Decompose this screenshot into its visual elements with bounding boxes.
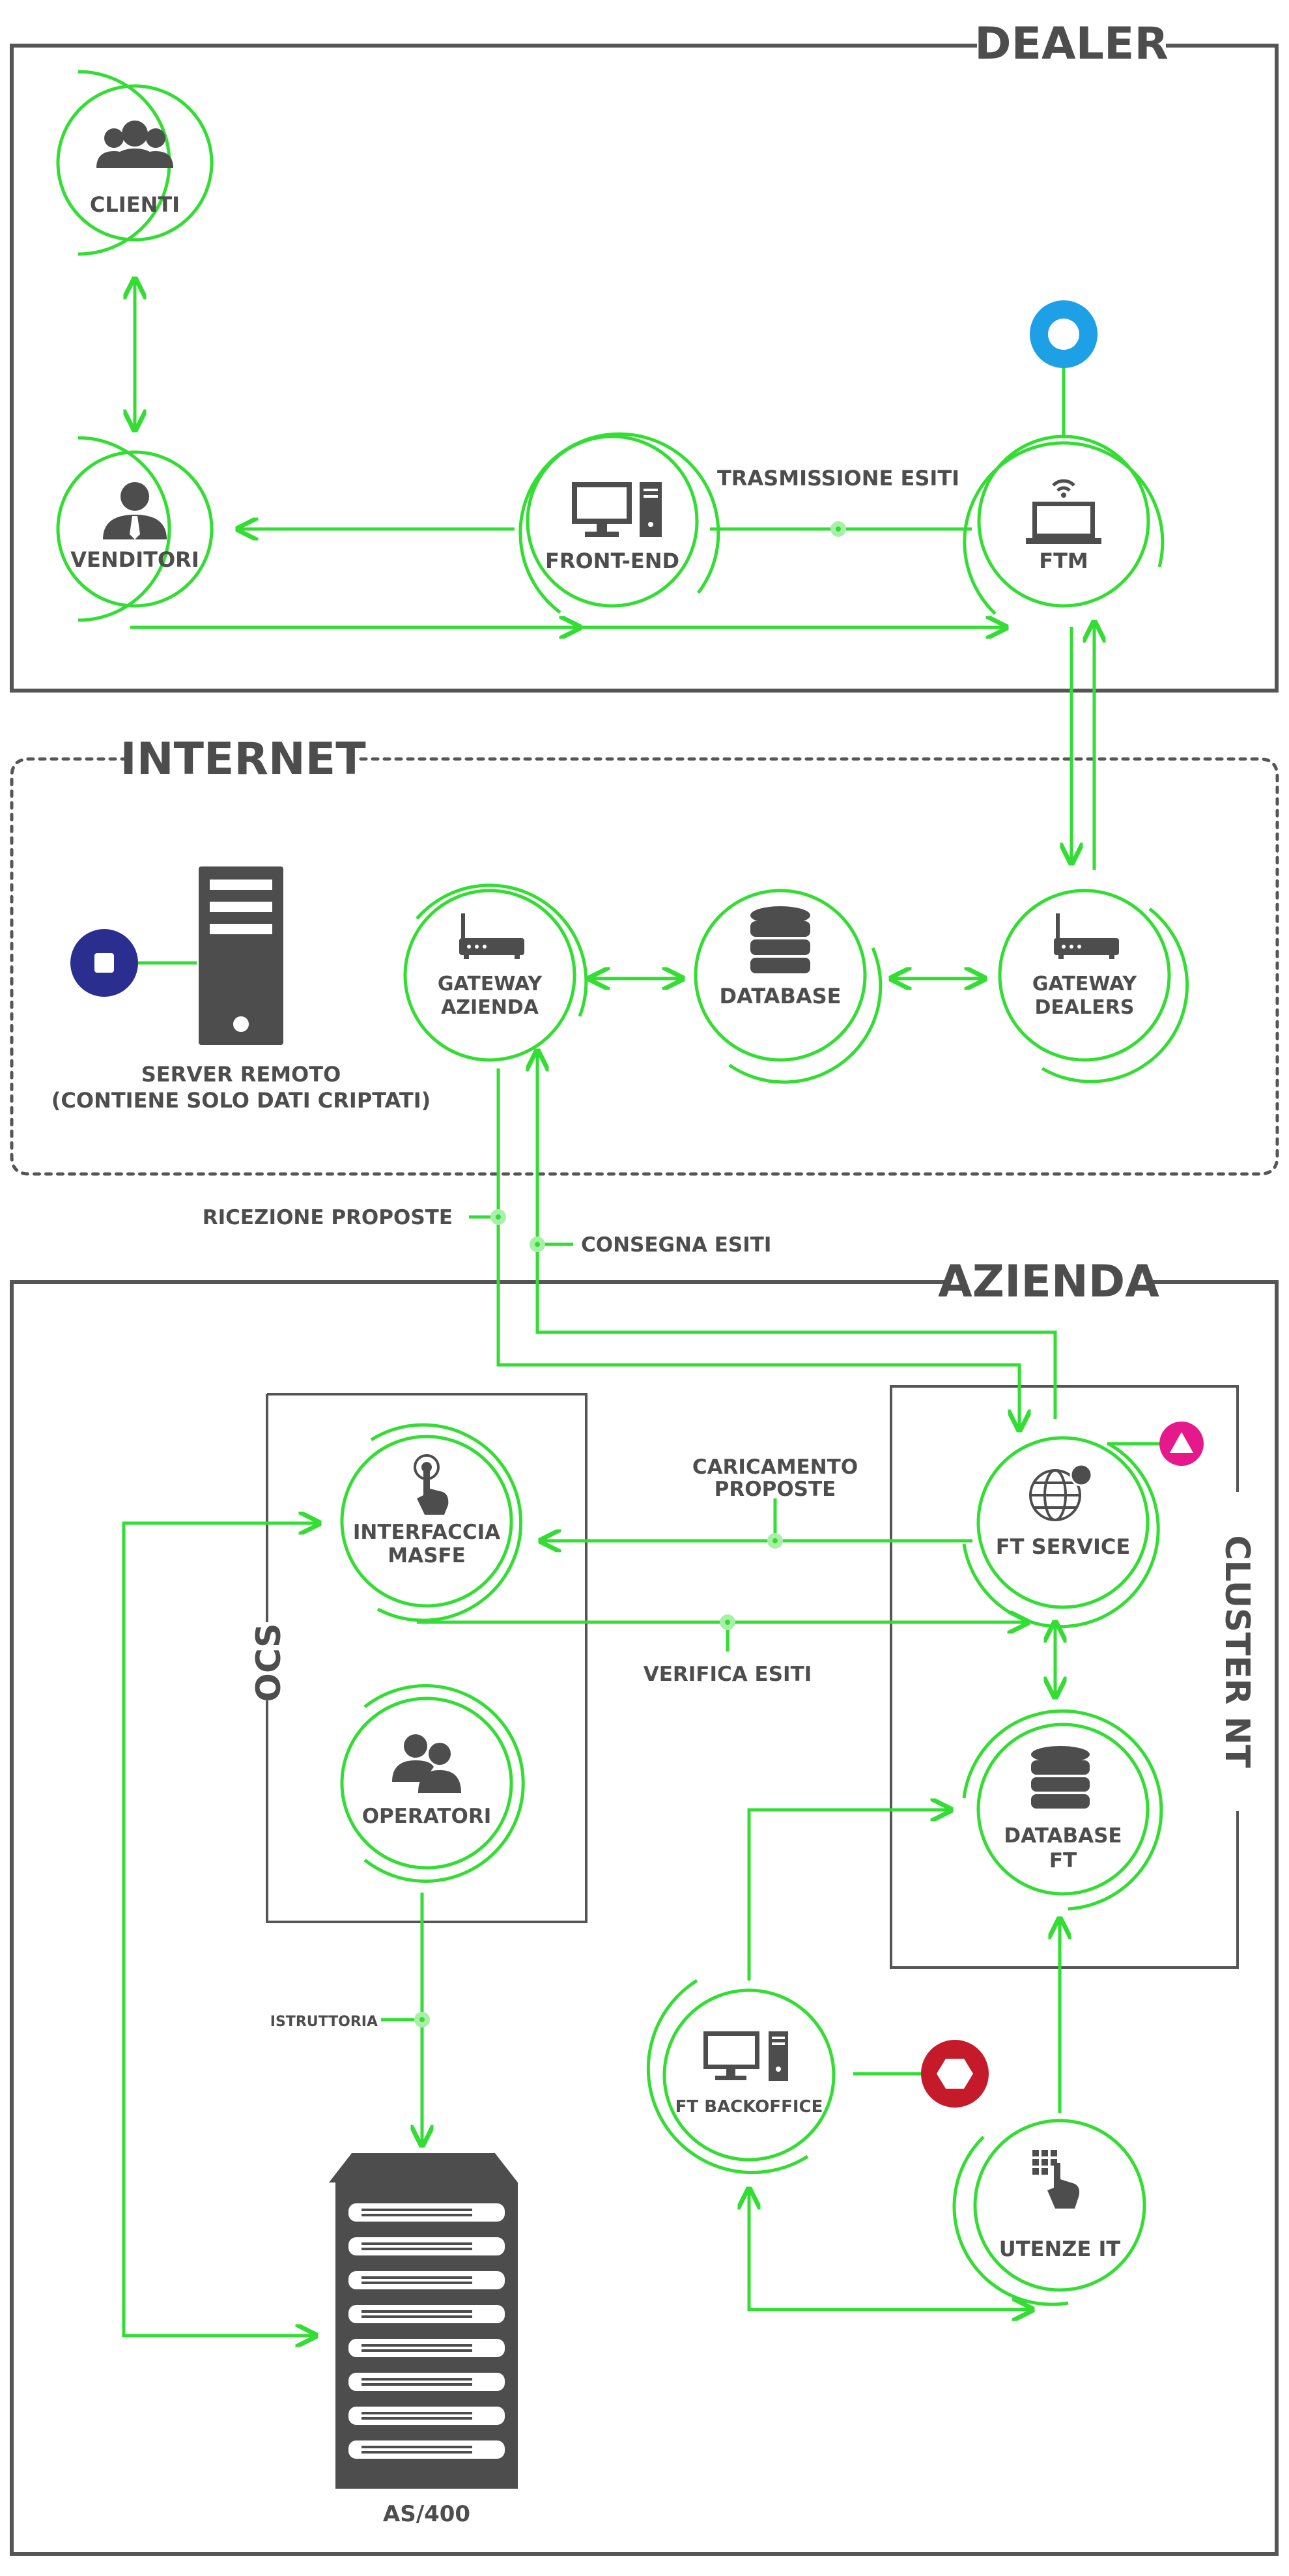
clienti-label: CLIENTI <box>90 192 180 217</box>
internet-frame: INTERNET <box>10 734 1279 1176</box>
verifica-dot <box>720 1614 735 1630</box>
node-gateway-azienda: GATEWAY AZIENDA <box>403 883 588 1062</box>
node-ft-service: FT SERVICE <box>962 1436 1160 1629</box>
touch-hand-icon <box>414 1454 449 1515</box>
caricamento-label-1: CARICAMENTO <box>692 1455 858 1479</box>
node-front-end: FRONT-END <box>518 432 720 614</box>
node-interfaccia-masfe: INTERFACCIA MASFE <box>340 1423 523 1622</box>
node-ft-backoffice: FT BACKOFFICE <box>647 1979 836 2174</box>
node-operatori: OPERATORI <box>340 1684 525 1883</box>
istruttoria-dot <box>414 2012 430 2027</box>
cluster-nt-label: CLUSTER NT <box>1217 1535 1256 1768</box>
businessman-icon <box>103 482 167 539</box>
backoffice-computer-icon <box>703 2031 788 2081</box>
consegna-esiti-label: CONSEGNA ESITI <box>581 1233 771 1257</box>
node-ftm: FTM <box>963 435 1165 615</box>
backoffice-databaseft-arrow <box>747 1810 951 1981</box>
ricezione-proposte-label: RICEZIONE PROPOSTE <box>203 1206 453 1229</box>
database-ft-icon <box>1031 1746 1090 1809</box>
verifica-esiti-label: VERIFICA ESITI <box>644 1663 812 1686</box>
node-as400: AS/400 <box>329 2153 518 2527</box>
consegna-dot <box>530 1237 545 1252</box>
dealer-frame: DEALER <box>10 18 1279 693</box>
node-gateway-dealers: GATEWAY DEALERS <box>998 889 1189 1083</box>
cluster-nt-frame: CLUSTER NT <box>890 1385 1256 1969</box>
backoffice-utenze-arrow <box>749 2189 1032 2310</box>
globe-icon <box>1029 1463 1093 1521</box>
node-clienti: CLIENTI <box>56 70 214 256</box>
interfaccia-label-1: INTERFACCIA <box>353 1521 500 1544</box>
internet-title: INTERNET <box>120 734 366 785</box>
node-server-remoto: SERVER REMOTO (CONTIENE SOLO DATI CRIPTA… <box>51 866 431 1113</box>
operatori-label: OPERATORI <box>362 1805 492 1828</box>
hexagon-marker-icon <box>921 2040 989 2108</box>
node-database-ft: DATABASE FT <box>962 1709 1163 1911</box>
server-remoto-label-2: (CONTIENE SOLO DATI CRIPTATI) <box>51 1088 431 1113</box>
gateway-dealers-label-1: GATEWAY <box>1032 973 1138 995</box>
flow-dots <box>414 521 846 2027</box>
ocs-label: OCS <box>249 1624 289 1702</box>
venditori-label: VENDITORI <box>70 547 199 572</box>
azienda-title: AZIENDA <box>938 1256 1159 1308</box>
database-ft-label-1: DATABASE <box>1004 1824 1122 1848</box>
node-venditori: VENDITORI <box>56 436 214 622</box>
gateway-azienda-label-1: GATEWAY <box>438 973 543 995</box>
azienda-frame: AZIENDA <box>10 1256 1279 2556</box>
node-database: DATABASE <box>694 889 883 1084</box>
router-icon <box>459 913 524 959</box>
database-label: DATABASE <box>719 984 841 1009</box>
as400-rack-icon <box>329 2153 518 2489</box>
users-icon <box>96 121 173 168</box>
operators-icon <box>392 1734 461 1793</box>
consegna-esiti-line <box>537 1051 1057 1419</box>
laptop-wifi-icon <box>1026 479 1101 544</box>
router-icon-dealers <box>1054 913 1119 959</box>
interfaccia-label-2: MASFE <box>388 1544 466 1567</box>
node-utenze-it: UTENZE IT <box>952 2119 1146 2306</box>
desktop-computer-icon <box>572 482 662 537</box>
istruttoria-label: ISTRUTTORIA <box>270 2014 378 2030</box>
database-icon <box>750 906 810 973</box>
caricamento-label-2: PROPOSTE <box>715 1478 836 1501</box>
trasmissione-esiti-label: TRASMISSIONE ESITI <box>717 466 959 491</box>
ft-service-label: FT SERVICE <box>996 1534 1130 1559</box>
triangle-marker-icon <box>1159 1422 1204 1466</box>
keypad-hand-icon <box>1032 2150 1080 2209</box>
caricamento-dot <box>767 1533 783 1549</box>
square-marker-icon <box>70 929 138 997</box>
trasmissione-dot <box>830 521 846 537</box>
as400-label: AS/400 <box>383 2501 470 2527</box>
ocs-frame: OCS <box>249 1393 588 1923</box>
front-end-label: FRONT-END <box>545 549 679 573</box>
dealer-title: DEALER <box>974 18 1169 70</box>
gateway-dealers-label-2: DEALERS <box>1035 996 1135 1019</box>
database-ft-label-2: FT <box>1049 1849 1077 1872</box>
ricezione-dot <box>490 1209 506 1225</box>
server-tower-icon <box>199 866 283 1045</box>
ft-backoffice-label: FT BACKOFFICE <box>675 2097 823 2117</box>
ftm-label: FTM <box>1039 549 1088 573</box>
circle-marker-icon <box>1030 300 1098 368</box>
gateway-azienda-label-2: AZIENDA <box>441 996 539 1019</box>
as400-interfaccia-arrow <box>122 1523 319 2336</box>
utenze-it-label: UTENZE IT <box>999 2237 1121 2261</box>
server-remoto-label-1: SERVER REMOTO <box>141 1062 341 1087</box>
